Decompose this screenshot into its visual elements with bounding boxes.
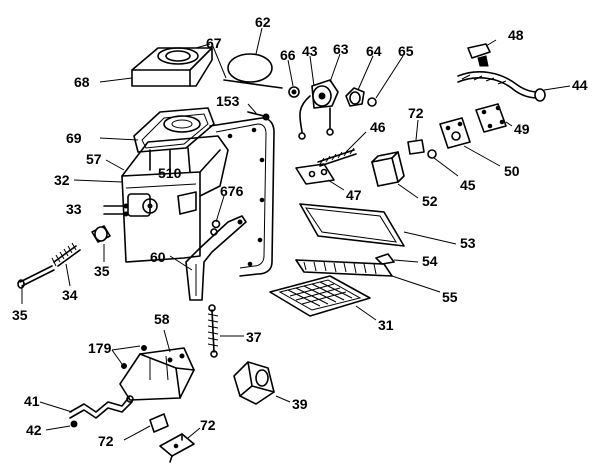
part-48-plug (467, 39, 497, 67)
part-35-shaft (17, 265, 55, 304)
callout-48: 48 (508, 27, 524, 43)
part-52-relay-box (371, 151, 419, 199)
callout-54: 54 (422, 253, 438, 269)
part-45-nut (427, 149, 459, 177)
callout-62: 62 (255, 14, 271, 30)
callout-68: 68 (74, 74, 90, 90)
callout-53: 53 (460, 235, 476, 251)
part-44-power-cord (457, 71, 571, 102)
part-179-screws (111, 345, 147, 369)
part-68-top-housing (99, 43, 213, 87)
part-53-filter-frame (299, 203, 457, 247)
callout-32: 32 (54, 172, 70, 188)
callout-58: 58 (154, 311, 170, 327)
callout-69: 69 (66, 130, 82, 146)
part-72-capacitor-upper (407, 119, 425, 155)
part-43-wire-lead (298, 55, 334, 140)
part-35-knob (91, 225, 111, 262)
callout-67: 67 (206, 35, 222, 51)
callout-35-shaft: 35 (12, 307, 28, 323)
callout-57: 57 (86, 151, 102, 167)
callout-55: 55 (442, 289, 458, 305)
part-41-linkage (39, 395, 134, 419)
callout-31: 31 (378, 317, 394, 333)
callout-64: 64 (366, 43, 382, 59)
part-42-clip (45, 420, 78, 431)
part-63-motor (311, 53, 341, 109)
callout-50: 50 (504, 163, 520, 179)
part-39-mount (233, 361, 291, 405)
part-50-panel (439, 117, 501, 167)
part-54-clip (375, 253, 419, 265)
callout-43: 43 (302, 43, 318, 59)
callout-60: 60 (150, 249, 166, 265)
part-72-switch-middle (123, 413, 169, 441)
part-34-spring (51, 242, 81, 287)
part-65-nut (367, 55, 404, 107)
callout-49: 49 (514, 121, 530, 137)
callout-labels: 62 67 68 66 43 63 64 65 48 44 153 69 72 … (12, 14, 588, 449)
part-72-relay-lower (159, 427, 201, 463)
callout-179: 179 (88, 340, 112, 356)
part-58-base-bracket (119, 329, 195, 401)
callout-72-middle: 72 (98, 433, 114, 449)
callout-676: 676 (220, 183, 244, 199)
callout-35-knob: 35 (94, 263, 110, 279)
callout-45: 45 (460, 177, 476, 193)
part-67-rod (211, 43, 283, 89)
part-64-bushing (345, 55, 374, 107)
callout-510: 510 (158, 165, 182, 181)
part-62-gasket-disc (227, 27, 273, 83)
callout-72-lower: 72 (200, 417, 216, 433)
part-37-spring (207, 304, 244, 358)
callout-46: 46 (370, 119, 386, 135)
callout-65: 65 (398, 43, 414, 59)
part-66-washer (287, 59, 300, 98)
part-49-plate (475, 103, 513, 133)
part-main-cabinet (73, 107, 275, 301)
part-55-grill-strip (295, 259, 441, 293)
callout-33: 33 (66, 201, 82, 217)
callout-66: 66 (280, 47, 296, 63)
callout-39: 39 (292, 396, 308, 412)
callout-37: 37 (246, 329, 262, 345)
callout-52: 52 (422, 193, 438, 209)
part-33-screws (103, 203, 129, 217)
part-31-filter-grid (269, 275, 377, 321)
callout-44: 44 (572, 77, 588, 93)
part-47-bracket (295, 163, 345, 191)
callout-42: 42 (26, 422, 42, 438)
callout-34: 34 (62, 287, 78, 303)
callout-63: 63 (333, 41, 349, 57)
callout-72-upper: 72 (408, 105, 424, 121)
part-46-coil (317, 131, 367, 167)
callout-47: 47 (346, 187, 362, 203)
callout-41: 41 (24, 393, 40, 409)
callout-153: 153 (216, 93, 240, 109)
part-153-screw (247, 103, 270, 121)
